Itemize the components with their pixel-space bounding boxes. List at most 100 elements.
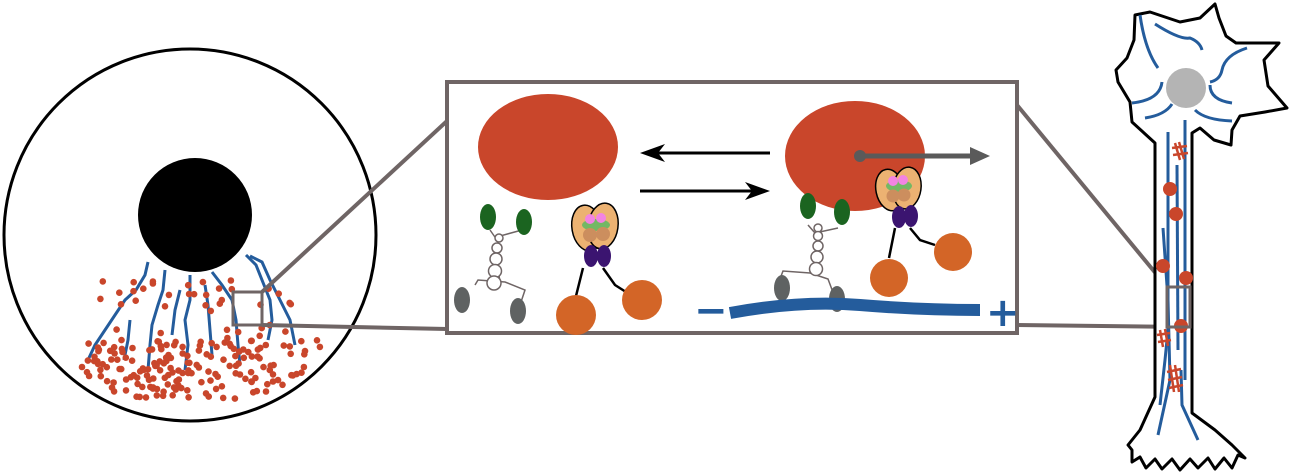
cargo-vesicle: [236, 371, 244, 378]
cargo-vesicle: [301, 347, 309, 355]
cargo-vesicle: [230, 345, 238, 353]
cargo-vesicle: [156, 367, 164, 374]
cargo-vesicle: [139, 383, 146, 391]
cargo-vesicle: [256, 332, 264, 340]
cargo-vesicle: [213, 343, 220, 351]
cargo-vesicle: [218, 296, 226, 304]
cargo-vesicle: [169, 392, 176, 399]
cargo-vesicle: [179, 343, 186, 351]
equilibrium-arrows: [640, 144, 770, 200]
cargo-vesicle: [130, 278, 137, 286]
cargo-vesicle: [167, 364, 174, 372]
cargo-vesicle: [157, 329, 164, 337]
cargo-vesicle: [287, 300, 295, 308]
cargo-vesicle: [129, 344, 136, 352]
cargo-vesicle: [205, 368, 212, 375]
cargo-vesicle: [161, 374, 169, 382]
cargo-vesicle: [164, 381, 172, 388]
cargo-vesicle: [207, 307, 215, 315]
cargo-vesicle: [127, 373, 135, 381]
cargo-vesicle: [286, 343, 294, 350]
zoom-line: [1015, 103, 1169, 289]
cargo-vesicle: [78, 363, 86, 371]
cargo-vesicle: [184, 359, 192, 367]
cargo-vesicle: [184, 281, 192, 289]
neuron: [1114, 2, 1289, 472]
cargo-vesicle: [245, 348, 252, 356]
cargo-vesicle: [279, 381, 286, 389]
transport-direction-arrow: [854, 147, 990, 165]
cargo-vesicle: [287, 350, 295, 358]
cargo-vesicle: [197, 338, 204, 346]
cargo-vesicle: [114, 356, 121, 364]
cargo-vesicle: [94, 344, 102, 351]
cargo-vesicle: [270, 361, 277, 369]
cargo-vesicle: [300, 363, 308, 371]
cargo-vesicle: [117, 301, 125, 308]
arrow-left-icon: [640, 144, 665, 162]
cargo-vesicle: [133, 393, 140, 401]
cargo-vesicle: [116, 365, 123, 373]
cargo-vesicle: [175, 376, 183, 383]
cargo-vesicle: [298, 337, 305, 345]
cargo-vesicle: [132, 297, 139, 305]
motor-exchange-panel: − +: [445, 80, 1020, 336]
cargo-vesicle: [144, 366, 152, 373]
cargo-vesicle: [178, 384, 185, 392]
cargo-vesicle: [128, 357, 136, 365]
myosin-foot: [510, 298, 526, 324]
cargo-vesicle: [160, 360, 168, 367]
cargo-vesicle: [85, 340, 92, 347]
neuron-hash-marks: [1156, 141, 1189, 393]
cargo-vesicle: [223, 326, 231, 334]
cargo-vesicle: [224, 334, 231, 342]
arrow-right-icon: [745, 182, 770, 200]
cargo-vesicle: [254, 353, 261, 360]
cargo-vesicle: [113, 326, 120, 333]
cargo-vesicle: [130, 287, 137, 295]
cargo-vesicle: [149, 385, 157, 392]
cargo-vesicle: [195, 364, 203, 371]
cargo-vesicle: [162, 354, 170, 361]
cargo-vesicle: [97, 372, 105, 380]
cargo-vesicle: [148, 346, 156, 353]
cell-nucleus: [138, 158, 252, 272]
zoom-line: [261, 323, 448, 331]
minus-end-label: −: [694, 288, 728, 334]
neuron-vesicles: [1156, 182, 1193, 333]
cargo-vesicle: [254, 346, 262, 353]
cargo-vesicle: [142, 394, 150, 401]
cargo-vesicle: [202, 291, 210, 299]
cargo-vesicle: [240, 354, 248, 362]
cargo-vesicle: [232, 352, 239, 360]
cargo-vesicle: [313, 337, 321, 344]
cargo-vesicle: [185, 290, 193, 298]
cargo-vesicle: [170, 384, 178, 391]
zoom-region-neuron: [1165, 285, 1192, 329]
myosin-head: [480, 204, 496, 230]
cargo-vesicle: [195, 347, 203, 354]
cargo-vesicle: [140, 285, 147, 293]
cargo-vesicle: [264, 380, 271, 388]
cargo-vesicle: [282, 328, 289, 335]
cargo-vesicle: [161, 303, 169, 310]
kinesin-foot: [556, 295, 596, 335]
kinesin-motor: [870, 166, 972, 297]
cargo-vesicle: [231, 395, 239, 402]
zoom-line: [260, 119, 449, 294]
cargo-vesicle: [185, 369, 192, 377]
myosin-foot: [454, 287, 470, 313]
kinesin-motor: [556, 202, 662, 335]
cargo-vesicle: [116, 289, 123, 297]
cargo-vesicle: [215, 285, 223, 292]
cargo-vesicle: [242, 375, 249, 383]
myosin-head: [516, 209, 532, 235]
cargo-vesicle: [293, 370, 300, 378]
cargo-vesicle: [227, 277, 235, 284]
cargo: [478, 94, 618, 200]
cargo-vesicle: [143, 372, 151, 379]
cargo-vesicle: [134, 380, 141, 388]
cargo-vesicle: [316, 343, 324, 351]
cargo-vesicle: [207, 377, 214, 384]
